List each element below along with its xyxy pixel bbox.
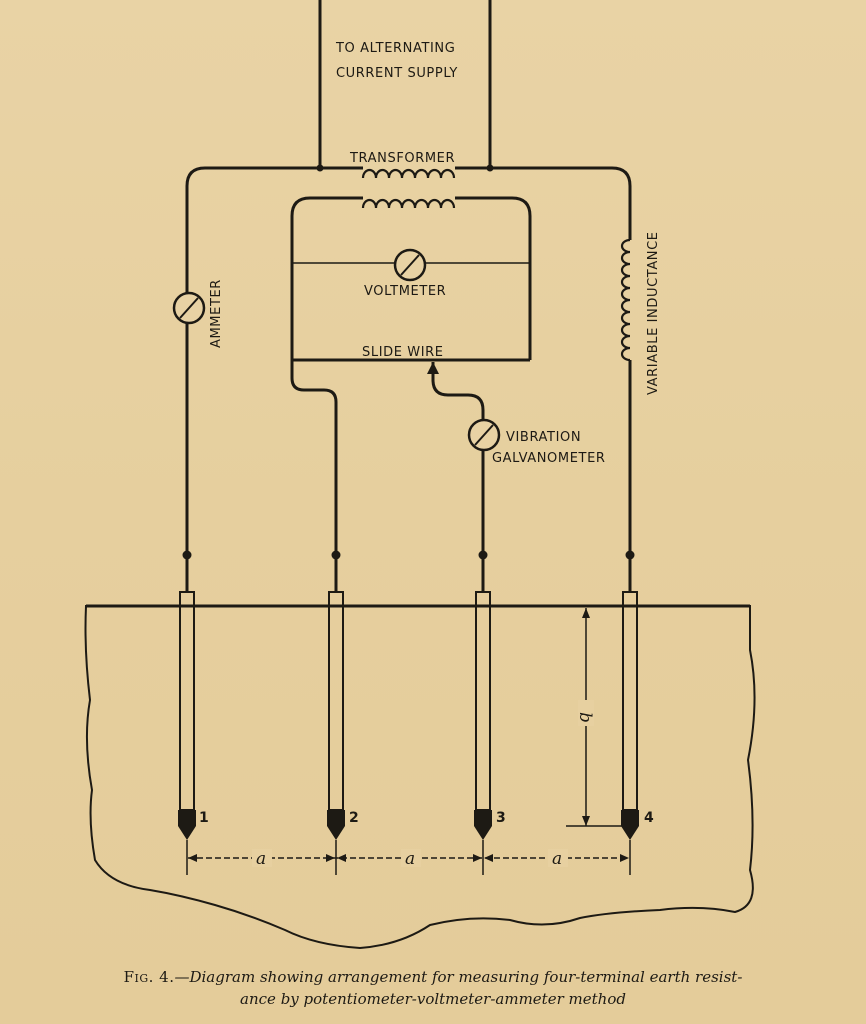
- transformer-label: TRANSFORMER: [349, 151, 455, 166]
- electrode-number-1: 1: [199, 810, 209, 826]
- spacing-label-3: a: [552, 849, 562, 869]
- ammeter-label: AMMETER: [209, 279, 224, 348]
- voltmeter-icon: [393, 248, 427, 282]
- supply-label-line2: CURRENT SUPPLY: [336, 66, 458, 81]
- spacing-label-2: a: [405, 849, 415, 869]
- transformer-primary-coil: [361, 168, 456, 179]
- secondary-left-wire: [290, 196, 363, 360]
- electrode-number-4: 4: [644, 810, 654, 826]
- electrode-3: [474, 550, 492, 875]
- depth-label: b: [575, 712, 595, 723]
- caption-line1: —Diagram showing arrangement for measuri…: [174, 968, 743, 986]
- spacing-label-1: a: [256, 849, 266, 869]
- electrode-number-2: 2: [349, 810, 359, 826]
- electrode-2: [327, 550, 345, 875]
- primary-right-wire: [455, 166, 632, 240]
- supply-label-line1: TO ALTERNATING: [335, 41, 455, 56]
- circuit-diagram: TO ALTERNATING CURRENT SUPPLY TRANSFORME…: [84, 0, 756, 950]
- ammeter-icon: [172, 291, 206, 325]
- variable-inductance-coil: [620, 238, 631, 362]
- electrode-1: [178, 550, 196, 875]
- variable-inductance-label: VARIABLE INDUCTANCE: [646, 231, 661, 395]
- galvanometer-label-line2: GALVANOMETER: [492, 451, 606, 466]
- potential-lead-2: [290, 360, 338, 555]
- galvanometer-lead: [431, 362, 485, 555]
- slide-wire-label: SLIDE WIRE: [362, 345, 444, 360]
- secondary-right-wire: [455, 196, 532, 360]
- primary-left-wire: [185, 166, 363, 555]
- transformer-secondary-coil: [361, 198, 456, 209]
- galvanometer-icon: [467, 418, 501, 452]
- voltmeter-label: VOLTMETER: [364, 284, 446, 299]
- electrode-4: [621, 550, 639, 875]
- slide-contact-arrow: [427, 362, 439, 374]
- figure-caption: Fig. 4.—Diagram showing arrangement for …: [40, 966, 826, 1010]
- figure-number: Fig. 4.: [123, 968, 175, 986]
- electrode-number-3: 3: [496, 810, 506, 826]
- earth-outline: [84, 605, 756, 950]
- galvanometer-label-line1: VIBRATION: [506, 430, 581, 445]
- caption-line2: ance by potentiometer-voltmeter-ammeter …: [240, 990, 626, 1008]
